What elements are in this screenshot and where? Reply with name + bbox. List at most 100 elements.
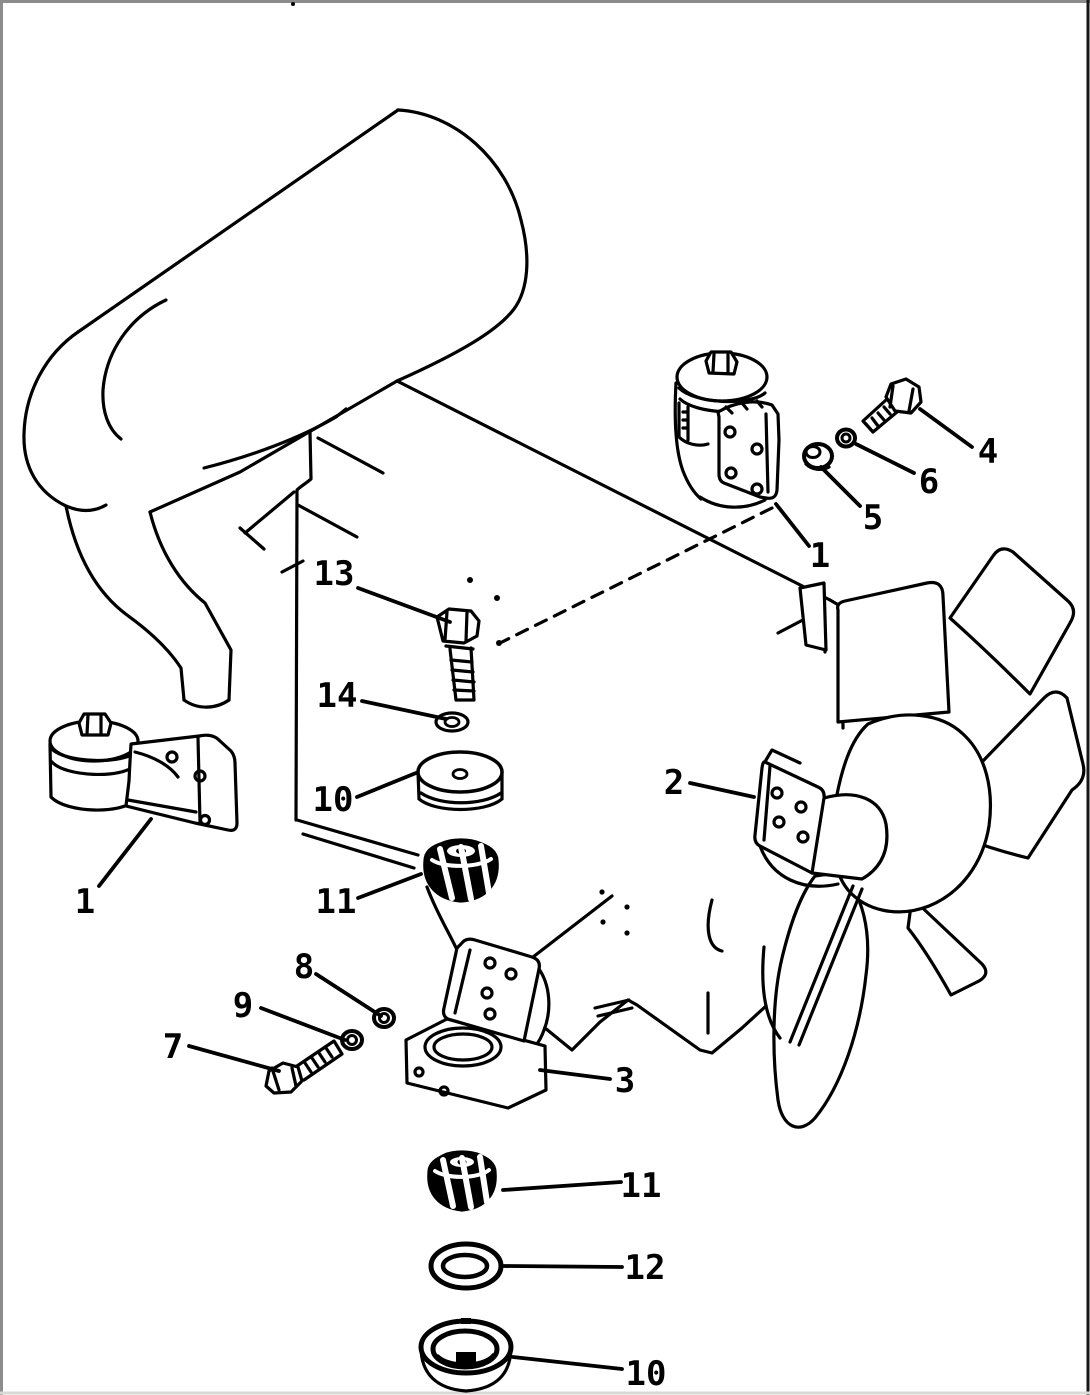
washer-8 bbox=[372, 1007, 396, 1029]
pipe-outer-edge bbox=[64, 504, 186, 702]
leader-1-right bbox=[774, 502, 811, 548]
mount-r-plate-edges bbox=[724, 399, 770, 494]
bracket3-hole bbox=[483, 956, 497, 970]
exhaust-pipe bbox=[64, 504, 233, 709]
bolt-13 bbox=[435, 607, 481, 702]
mount-r-bracket-plate bbox=[716, 400, 781, 500]
callout-7: 7 bbox=[163, 1027, 183, 1067]
leader-10-bottom bbox=[511, 1355, 624, 1371]
cushion-cup-10-bottom bbox=[418, 1318, 514, 1393]
muffler-left-cap-inner bbox=[101, 298, 168, 441]
callout-4: 4 bbox=[978, 432, 998, 472]
leader-9 bbox=[259, 1006, 347, 1042]
cup10-side bbox=[419, 1345, 513, 1393]
bolt13-head bbox=[435, 607, 481, 645]
fan-blade-top-right bbox=[948, 547, 1076, 696]
callout-2: 2 bbox=[664, 763, 684, 803]
rubber11-ribs bbox=[437, 843, 492, 902]
rubber11-groove bbox=[430, 857, 493, 868]
mount-bracket-lower bbox=[404, 937, 551, 1110]
rubber11b-groove bbox=[433, 1168, 491, 1179]
cushion-disc-10 bbox=[416, 750, 504, 812]
callout-14: 14 bbox=[317, 676, 358, 716]
fan-blade-bottom-right bbox=[906, 896, 988, 997]
washer9-inner bbox=[346, 1034, 358, 1046]
mount-bracket-rear bbox=[753, 748, 889, 888]
bracket3-hole bbox=[480, 986, 494, 1000]
bolt4-threads bbox=[864, 405, 892, 433]
washer14-outer bbox=[434, 711, 470, 733]
bracket3-base-hole bbox=[438, 1085, 450, 1097]
bolt-4 bbox=[861, 377, 923, 434]
rubber-cushion-11 bbox=[423, 838, 499, 903]
mount-r-wall-ticks bbox=[681, 410, 689, 430]
rubber11b-ribs bbox=[440, 1154, 490, 1210]
leader-12 bbox=[502, 1264, 624, 1269]
muffler-top-edge bbox=[76, 108, 400, 334]
bracket-mounting-edge-line bbox=[531, 894, 614, 959]
spacer-5 bbox=[802, 442, 834, 471]
fan-blade-edge-on bbox=[788, 884, 864, 1047]
hole-mark bbox=[599, 889, 605, 895]
cooling-fan bbox=[706, 547, 1086, 1129]
bolt7-shank bbox=[295, 1039, 344, 1082]
leader-11-bottom bbox=[501, 1180, 623, 1192]
mount-l-hole bbox=[165, 750, 179, 764]
leader-13 bbox=[356, 586, 452, 624]
mount-l-hole bbox=[193, 769, 207, 783]
mount-r-hole bbox=[750, 442, 764, 456]
callout-1-right: 1 bbox=[810, 536, 830, 576]
leader-6 bbox=[854, 442, 916, 475]
bracket2-lip bbox=[758, 844, 840, 888]
mount-r-hole bbox=[723, 425, 737, 439]
bolt7-threads bbox=[303, 1046, 334, 1074]
bracket2-hole bbox=[794, 800, 808, 814]
callout-3: 3 bbox=[615, 1061, 635, 1101]
leader-11-mid bbox=[356, 872, 423, 900]
washer-14 bbox=[434, 711, 470, 733]
washer6-outer bbox=[835, 427, 857, 449]
callout-labels: 13 14 10 11 1 4 6 5 2 1 7 9 8 3 11 12 10 bbox=[75, 432, 998, 1394]
bolt4-head bbox=[884, 377, 923, 415]
cushion10-side bbox=[416, 770, 504, 812]
bracket3-bore-inner bbox=[432, 1032, 494, 1062]
bolt13-threads bbox=[449, 658, 476, 693]
bracket3-hole bbox=[504, 967, 518, 981]
bracket3-base-hole bbox=[413, 1066, 425, 1078]
seat-ring-12 bbox=[428, 1241, 504, 1291]
engine-left-edge bbox=[294, 430, 313, 822]
bracket3-plate-fold bbox=[453, 948, 472, 1015]
engine-mount-left bbox=[48, 712, 239, 832]
engine-face-ticks bbox=[238, 436, 385, 574]
hole-mark bbox=[600, 919, 606, 925]
cup10-notch bbox=[461, 1318, 471, 1324]
leader-7 bbox=[187, 1044, 281, 1073]
pipe-end bbox=[182, 698, 231, 709]
leader-5 bbox=[819, 465, 862, 508]
muffler bbox=[22, 108, 529, 514]
bracket2-hole bbox=[770, 786, 784, 800]
mount-l-stud-nub bbox=[77, 712, 113, 737]
callout-10-mid: 10 bbox=[313, 780, 354, 820]
leader-3 bbox=[538, 1068, 612, 1081]
leader-1-left bbox=[97, 817, 153, 888]
leader-4 bbox=[918, 407, 974, 449]
mount-r-hole bbox=[724, 466, 738, 480]
callout-12: 12 bbox=[625, 1248, 666, 1288]
rubber-cushion-11-bottom bbox=[427, 1150, 497, 1212]
fan-lower-arcs bbox=[706, 898, 782, 1040]
muffler-left-cap-outer bbox=[22, 330, 108, 512]
callout-1-left: 1 bbox=[75, 882, 95, 922]
mount-r-body-left bbox=[673, 381, 703, 501]
cushion10-hole bbox=[451, 768, 469, 780]
ring12-outer bbox=[428, 1241, 504, 1291]
engine-flange-curve bbox=[425, 885, 460, 954]
engine-mount-right bbox=[673, 350, 781, 509]
leader-lines bbox=[97, 407, 974, 1371]
mount-l-bracket-plate bbox=[124, 733, 239, 832]
bracket2-edges bbox=[762, 748, 802, 842]
hole-marks bbox=[291, 2, 630, 936]
callout-9: 9 bbox=[233, 986, 253, 1026]
callout-10-bottom: 10 bbox=[626, 1354, 667, 1394]
